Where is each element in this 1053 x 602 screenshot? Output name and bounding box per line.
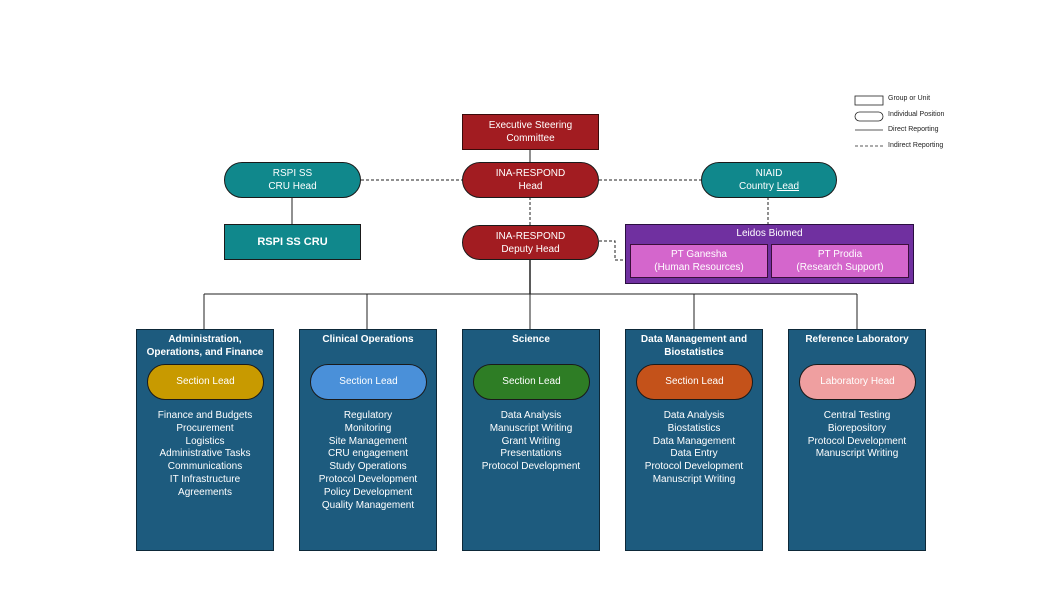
ganesha-line-2: (Human Resources): [654, 262, 744, 273]
duty-item: Policy Development: [323, 486, 413, 498]
duty-list: Finance and Budgets Procurement Logistic…: [137, 410, 273, 500]
duty-item: Presentations: [500, 448, 562, 460]
legend-symbols: [854, 95, 884, 147]
section-lead-label: Section Lead: [502, 376, 561, 387]
section-lead-pill: Section Lead: [147, 364, 264, 400]
legend-individual-symbol: [854, 111, 884, 122]
duty-item: Protocol Development: [644, 461, 744, 473]
section-title: Science: [463, 333, 599, 346]
section-reference-laboratory: Reference Laboratory Laboratory Head Cen…: [788, 329, 926, 551]
duty-item: Study Operations: [329, 461, 407, 473]
section-science: Science Section Lead Data Analysis Manus…: [462, 329, 600, 551]
rspi-ss-cru-head: RSPI SS CRU Head: [224, 162, 361, 198]
duty-item: Communications: [167, 461, 243, 473]
rspi-head-line-1: RSPI SS: [272, 168, 313, 179]
section-title-line-2: Biostatistics: [664, 347, 724, 358]
rspi-cru-label: RSPI SS CRU: [257, 236, 328, 248]
pt-ganesha: PT Ganesha (Human Resources): [630, 244, 768, 278]
section-title-line-1: Reference Laboratory: [805, 334, 909, 345]
duty-item: Protocol Development: [318, 473, 418, 485]
section-data-management: Data Management and Biostatistics Sectio…: [625, 329, 763, 551]
legend-individual-label: Individual Position: [888, 111, 945, 118]
deputy-line-1: INA-RESPOND: [495, 231, 566, 242]
indirect-line-deputy-leidos: [599, 240, 630, 261]
duty-item: Regulatory: [343, 410, 393, 421]
leidos-biomed: Leidos Biomed PT Ganesha (Human Resource…: [625, 224, 914, 284]
duty-list: Data Analysis Manuscript Writing Grant W…: [463, 410, 599, 474]
leidos-title: Leidos Biomed: [736, 228, 803, 239]
laboratory-head-pill: Laboratory Head: [799, 364, 916, 400]
duty-item: Finance and Budgets: [157, 410, 253, 421]
section-lead-label: Section Lead: [339, 376, 398, 387]
duty-item: Data Analysis: [500, 410, 562, 421]
duty-item: Biostatistics: [667, 422, 721, 434]
rspi-head-line-2: CRU Head: [268, 181, 317, 192]
niaid-line-2: Country Lead: [702, 180, 836, 193]
head-line-2: Head: [518, 181, 543, 192]
section-lead-label: Section Lead: [176, 376, 235, 387]
prodia-line-1: PT Prodia: [817, 249, 863, 260]
duty-item: Biorepository: [827, 422, 887, 434]
duty-item: Manuscript Writing: [489, 422, 573, 434]
pt-prodia: PT Prodia (Research Support): [771, 244, 909, 278]
duty-item: Manuscript Writing: [652, 473, 736, 485]
niaid-line-2b: Lead: [776, 181, 800, 192]
ina-respond-deputy-head: INA-RESPOND Deputy Head: [462, 225, 599, 260]
laboratory-head-label: Laboratory Head: [820, 376, 895, 387]
section-title: Administration, Operations, and Finance: [137, 333, 273, 359]
duty-item: Administrative Tasks: [159, 448, 251, 460]
niaid-line-2a: Country: [738, 181, 777, 192]
duty-item: Grant Writing: [501, 435, 561, 447]
duty-item: Quality Management: [321, 499, 415, 511]
section-title: Reference Laboratory: [789, 333, 925, 346]
duty-item: Procurement: [176, 422, 234, 434]
legend-group-label: Group or Unit: [888, 95, 931, 102]
duty-item: Agreements: [178, 486, 232, 498]
duty-item: Monitoring: [344, 422, 392, 434]
section-lead-pill: Section Lead: [473, 364, 590, 400]
duty-list: Regulatory Monitoring Site Management CR…: [300, 410, 436, 512]
head-line-1: INA-RESPOND: [495, 168, 566, 179]
steering-line-2: Committee: [506, 133, 555, 144]
ganesha-line-1: PT Ganesha: [671, 249, 727, 260]
duty-item: Data Analysis: [663, 410, 725, 421]
duty-item: Data Entry: [670, 448, 718, 460]
duty-item: Protocol Development: [807, 435, 907, 447]
section-lead-pill: Section Lead: [310, 364, 427, 400]
section-title: Data Management and Biostatistics: [626, 333, 762, 359]
legend-indirect-label: Indirect Reporting: [888, 142, 944, 149]
legend-group-symbol: [854, 95, 884, 106]
ina-respond-head: INA-RESPOND Head: [462, 162, 599, 198]
duty-item: IT Infrastructure: [169, 473, 241, 485]
section-title-line-1: Data Management and: [640, 334, 748, 345]
duty-item: Logistics: [185, 435, 225, 447]
section-administration: Administration, Operations, and Finance …: [136, 329, 274, 551]
duty-item: Central Testing: [823, 410, 891, 421]
niaid-line-1: NIAID: [755, 168, 783, 179]
section-title-line-1: Science: [512, 334, 550, 345]
duty-item: CRU engagement: [327, 448, 409, 460]
prodia-line-2: (Research Support): [796, 262, 884, 273]
section-title: Clinical Operations: [300, 333, 436, 346]
section-lead-label: Section Lead: [665, 376, 724, 387]
rspi-ss-cru: RSPI SS CRU: [224, 224, 361, 260]
niaid-country-lead: NIAID Country Lead: [701, 162, 837, 198]
duty-item: Site Management: [328, 435, 408, 447]
duty-item: Data Management: [652, 435, 736, 447]
steering-line-1: Executive Steering: [488, 120, 573, 131]
section-clinical-operations: Clinical Operations Section Lead Regulat…: [299, 329, 437, 551]
section-title-line-2: Operations, and Finance: [146, 347, 264, 358]
deputy-line-2: Deputy Head: [501, 244, 560, 255]
legend-direct-label: Direct Reporting: [888, 126, 939, 133]
duty-list: Central Testing Biorepository Protocol D…: [789, 410, 925, 461]
duty-item: Protocol Development: [481, 461, 581, 473]
duty-list: Data Analysis Biostatistics Data Managem…: [626, 410, 762, 487]
section-title-line-1: Administration,: [168, 334, 242, 345]
section-title-line-1: Clinical Operations: [322, 334, 414, 345]
executive-steering-committee: Executive Steering Committee: [462, 114, 599, 150]
duty-item: Manuscript Writing: [815, 448, 899, 460]
section-lead-pill: Section Lead: [636, 364, 753, 400]
